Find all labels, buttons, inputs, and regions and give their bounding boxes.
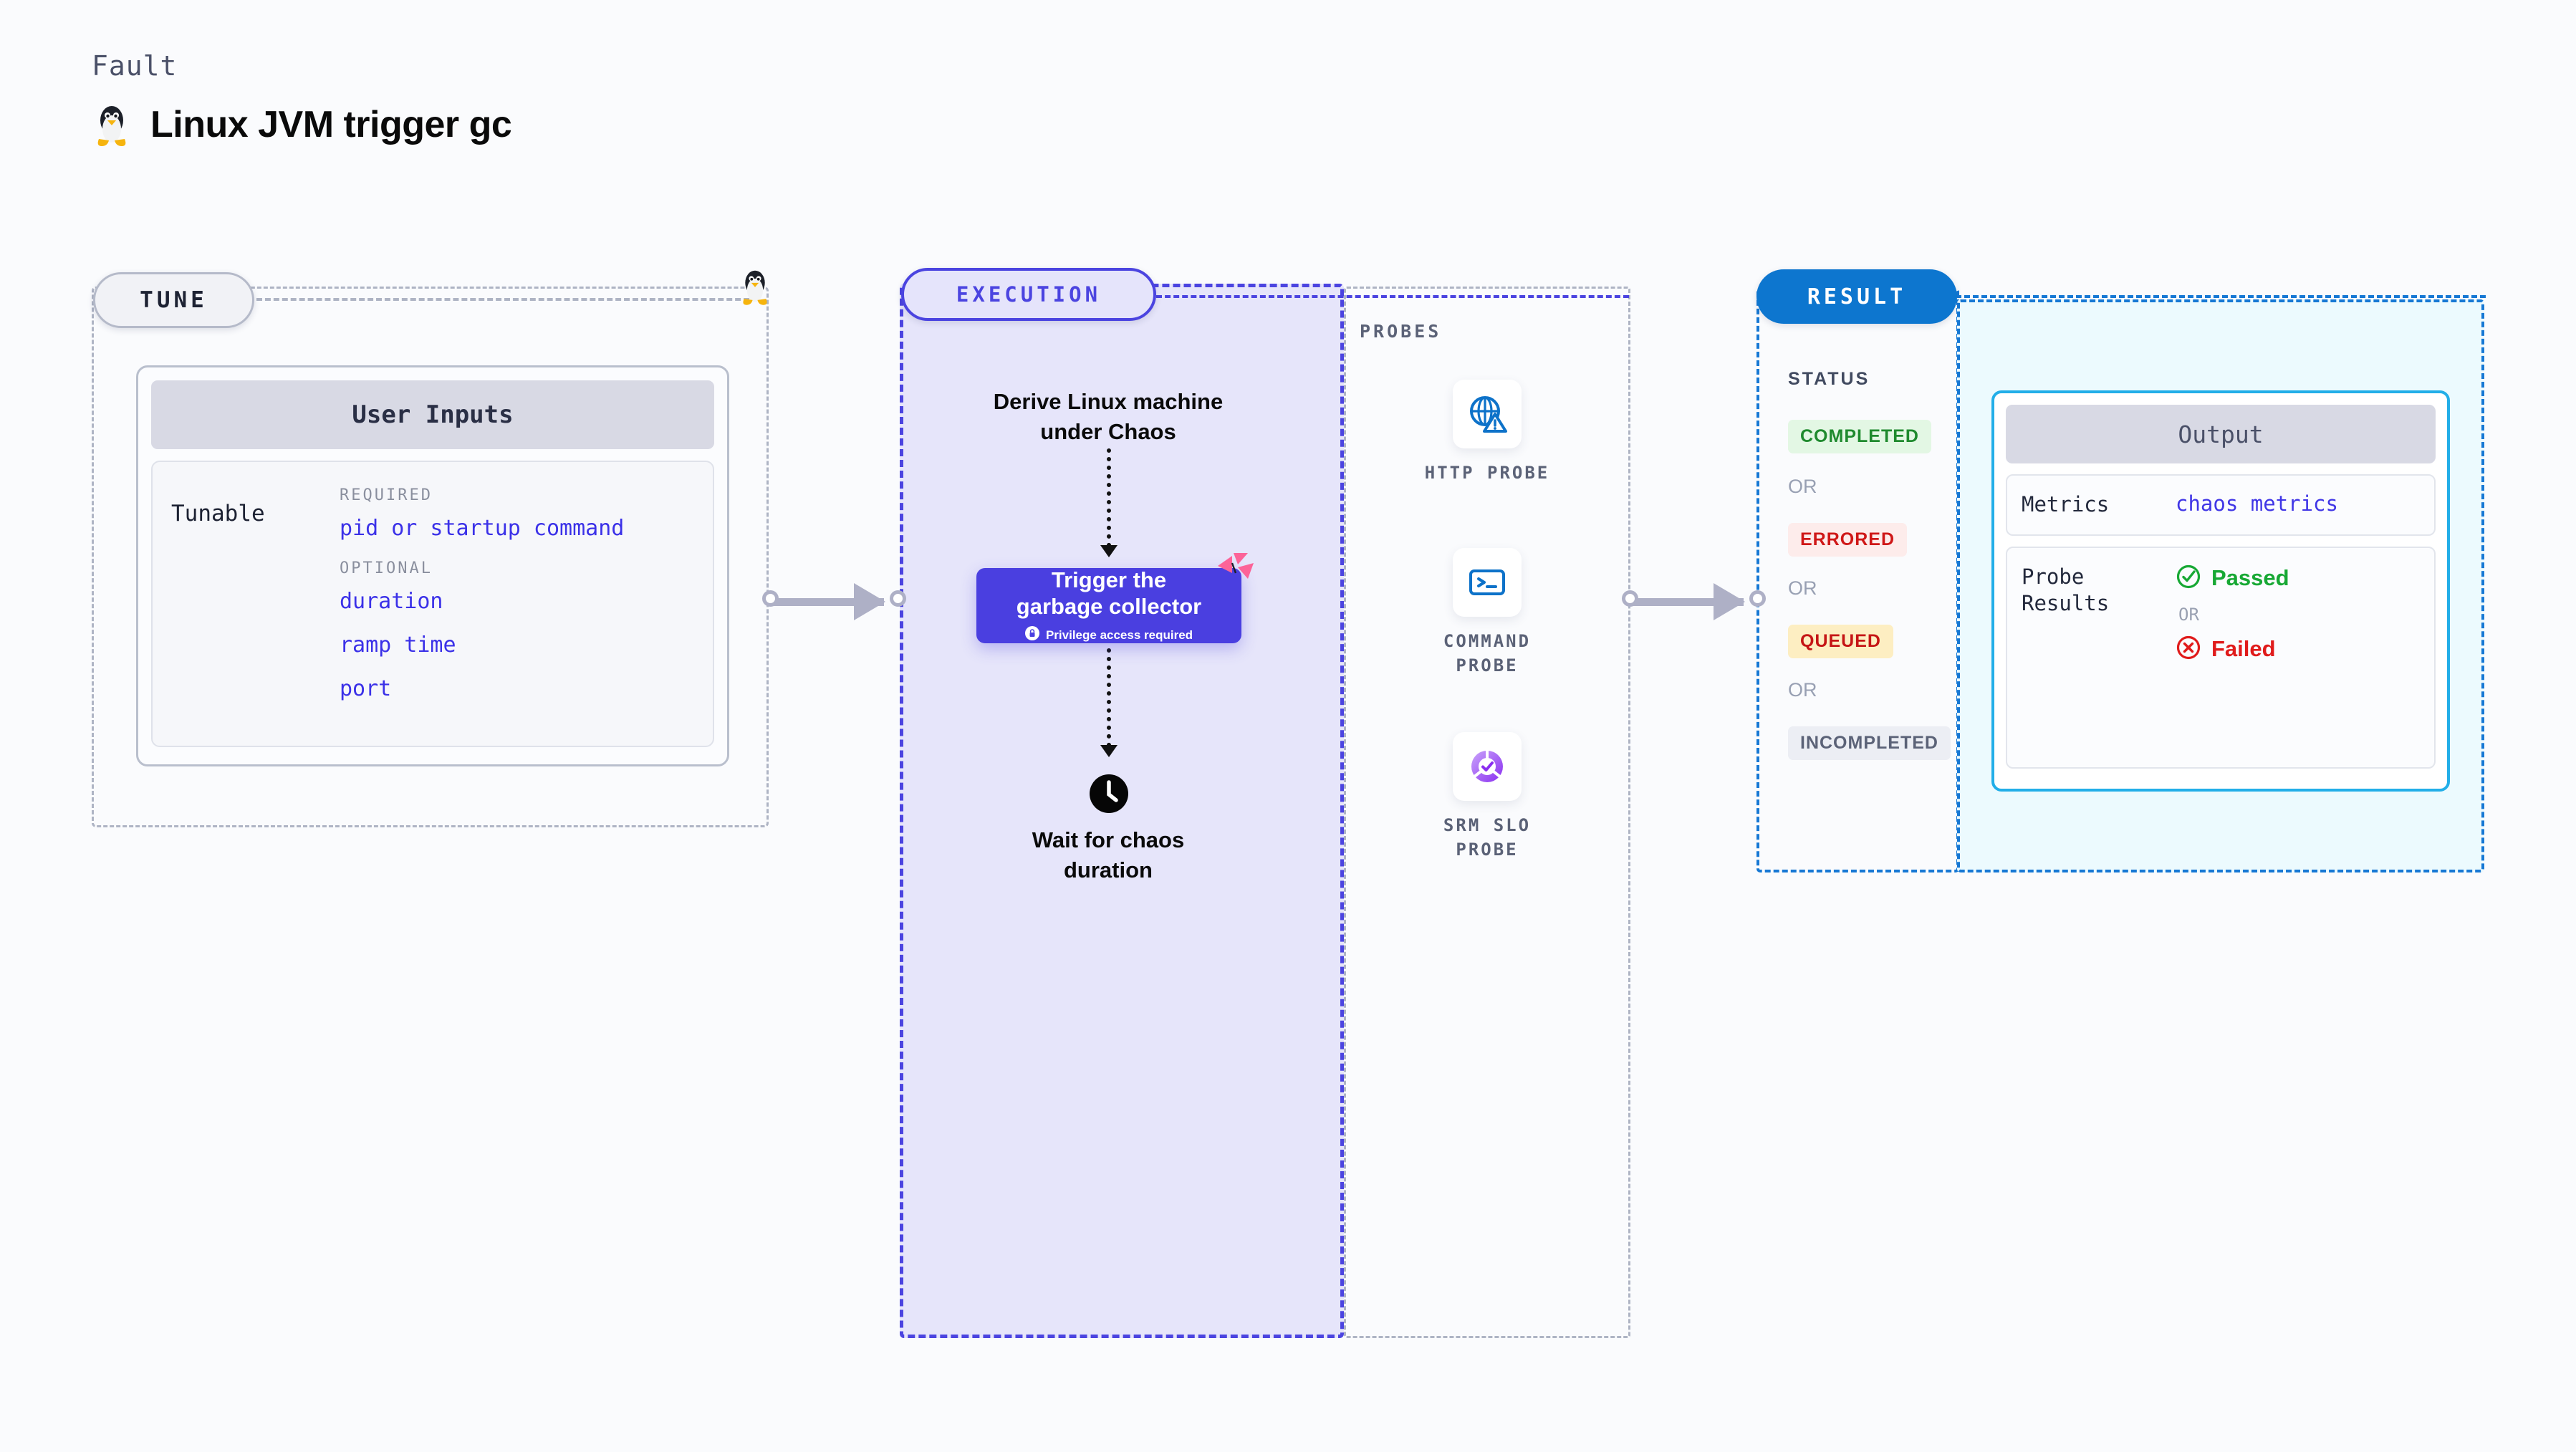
trigger-gc-title: Trigger the garbage collector xyxy=(1016,567,1202,619)
output-title: Output xyxy=(2006,405,2436,463)
result-status-panel xyxy=(1756,288,1959,872)
probe-item-srm-slo[interactable]: SRM SLO PROBE xyxy=(1419,732,1555,862)
tune-item-ramp-time[interactable]: ramp time xyxy=(340,633,456,658)
probe-label-srm-slo: SRM SLO PROBE xyxy=(1443,815,1532,860)
title-row: Linux JVM trigger gc xyxy=(92,102,512,148)
lock-icon xyxy=(1024,626,1039,644)
optional-group-label: OPTIONAL xyxy=(340,559,433,577)
chaos-pinwheel-icon xyxy=(1216,552,1255,588)
probe-label-http: HTTP PROBE xyxy=(1424,463,1550,483)
probe-result-failed-label: Failed xyxy=(2211,636,2276,662)
tunable-box: Tunable REQUIRED pid or startup command … xyxy=(151,461,714,747)
check-circle-icon xyxy=(2176,564,2201,593)
status-or-1: OR xyxy=(1788,476,1817,497)
step-wait-label: Wait for chaos duration xyxy=(1032,827,1185,883)
connector-execution-to-result xyxy=(1622,583,1766,620)
tunable-label: Tunable xyxy=(171,501,265,527)
probe-result-passed: Passed xyxy=(2176,564,2289,593)
terminal-icon xyxy=(1453,548,1522,617)
probes-section-label: PROBES xyxy=(1360,321,1442,342)
probe-result-failed: Failed xyxy=(2176,635,2289,664)
probe-item-http[interactable]: HTTP PROBE xyxy=(1419,380,1555,486)
privilege-note: Privilege access required xyxy=(1024,626,1193,644)
arrow-gc-to-wait xyxy=(1100,648,1118,757)
output-key-metrics: Metrics xyxy=(2022,492,2110,516)
linux-tux-icon xyxy=(92,102,132,148)
execution-panel xyxy=(900,284,1344,1338)
result-leader-line xyxy=(1956,295,2486,298)
tune-item-port[interactable]: port xyxy=(340,676,392,701)
tune-item-duration[interactable]: duration xyxy=(340,589,443,614)
output-row-metrics: Metrics chaos metrics xyxy=(2006,474,2436,536)
clock-icon xyxy=(1088,773,1130,818)
output-card: Output Metrics chaos metrics Probe Resul… xyxy=(1991,390,2450,792)
tune-panel xyxy=(92,287,769,827)
execution-leader-line xyxy=(1156,295,1629,298)
page-title: Linux JVM trigger gc xyxy=(150,104,512,145)
page-header: Fault Linux JVM trigger gc xyxy=(92,50,512,148)
step-derive-label: Derive Linux machine under Chaos xyxy=(993,389,1224,444)
status-badge-queued: QUEUED xyxy=(1788,625,1893,658)
status-or-2: OR xyxy=(1788,577,1817,599)
result-pill[interactable]: RESULT xyxy=(1756,269,1957,324)
globe-warning-icon xyxy=(1453,380,1522,448)
status-section-label: STATUS xyxy=(1788,369,1870,389)
probe-result-passed-label: Passed xyxy=(2211,565,2289,591)
status-badge-incompleted: INCOMPLETED xyxy=(1788,726,1951,760)
tune-leader-line xyxy=(256,298,758,301)
status-badge-errored: ERRORED xyxy=(1788,523,1908,557)
privilege-note-label: Privilege access required xyxy=(1045,628,1193,642)
linux-tux-icon xyxy=(738,266,772,310)
probe-label-command: COMMAND PROBE xyxy=(1443,631,1532,675)
probe-item-command[interactable]: COMMAND PROBE xyxy=(1419,548,1555,678)
connector-tune-to-execution xyxy=(762,583,906,620)
fault-kicker: Fault xyxy=(92,50,178,82)
arrow-derive-to-gc xyxy=(1100,448,1118,557)
x-circle-icon xyxy=(2176,635,2201,664)
probe-result-or: OR xyxy=(2178,604,2199,625)
status-or-3: OR xyxy=(1788,679,1817,701)
required-group-label: REQUIRED xyxy=(340,486,433,504)
tune-pill[interactable]: TUNE xyxy=(93,272,254,328)
probes-panel xyxy=(1344,287,1630,1338)
slo-donut-check-icon xyxy=(1453,732,1522,801)
tunable-values: REQUIRED pid or startup command OPTIONAL… xyxy=(340,486,694,721)
user-inputs-title: User Inputs xyxy=(151,380,714,449)
output-row-probe-results: Probe Results Passed OR xyxy=(2006,546,2436,769)
user-inputs-card: User Inputs Tunable REQUIRED pid or star… xyxy=(136,365,729,766)
execution-pill[interactable]: EXECUTION xyxy=(901,268,1156,321)
output-key-probe-results: Probe Results xyxy=(2022,564,2110,616)
trigger-gc-card[interactable]: Trigger the garbage collector Privilege … xyxy=(976,567,1241,644)
tune-item-pid[interactable]: pid or startup command xyxy=(340,516,625,541)
probe-results-values: Passed OR Failed xyxy=(2176,564,2289,751)
status-badge-completed: COMPLETED xyxy=(1788,420,1931,453)
output-value-chaos-metrics[interactable]: chaos metrics xyxy=(2176,491,2338,516)
